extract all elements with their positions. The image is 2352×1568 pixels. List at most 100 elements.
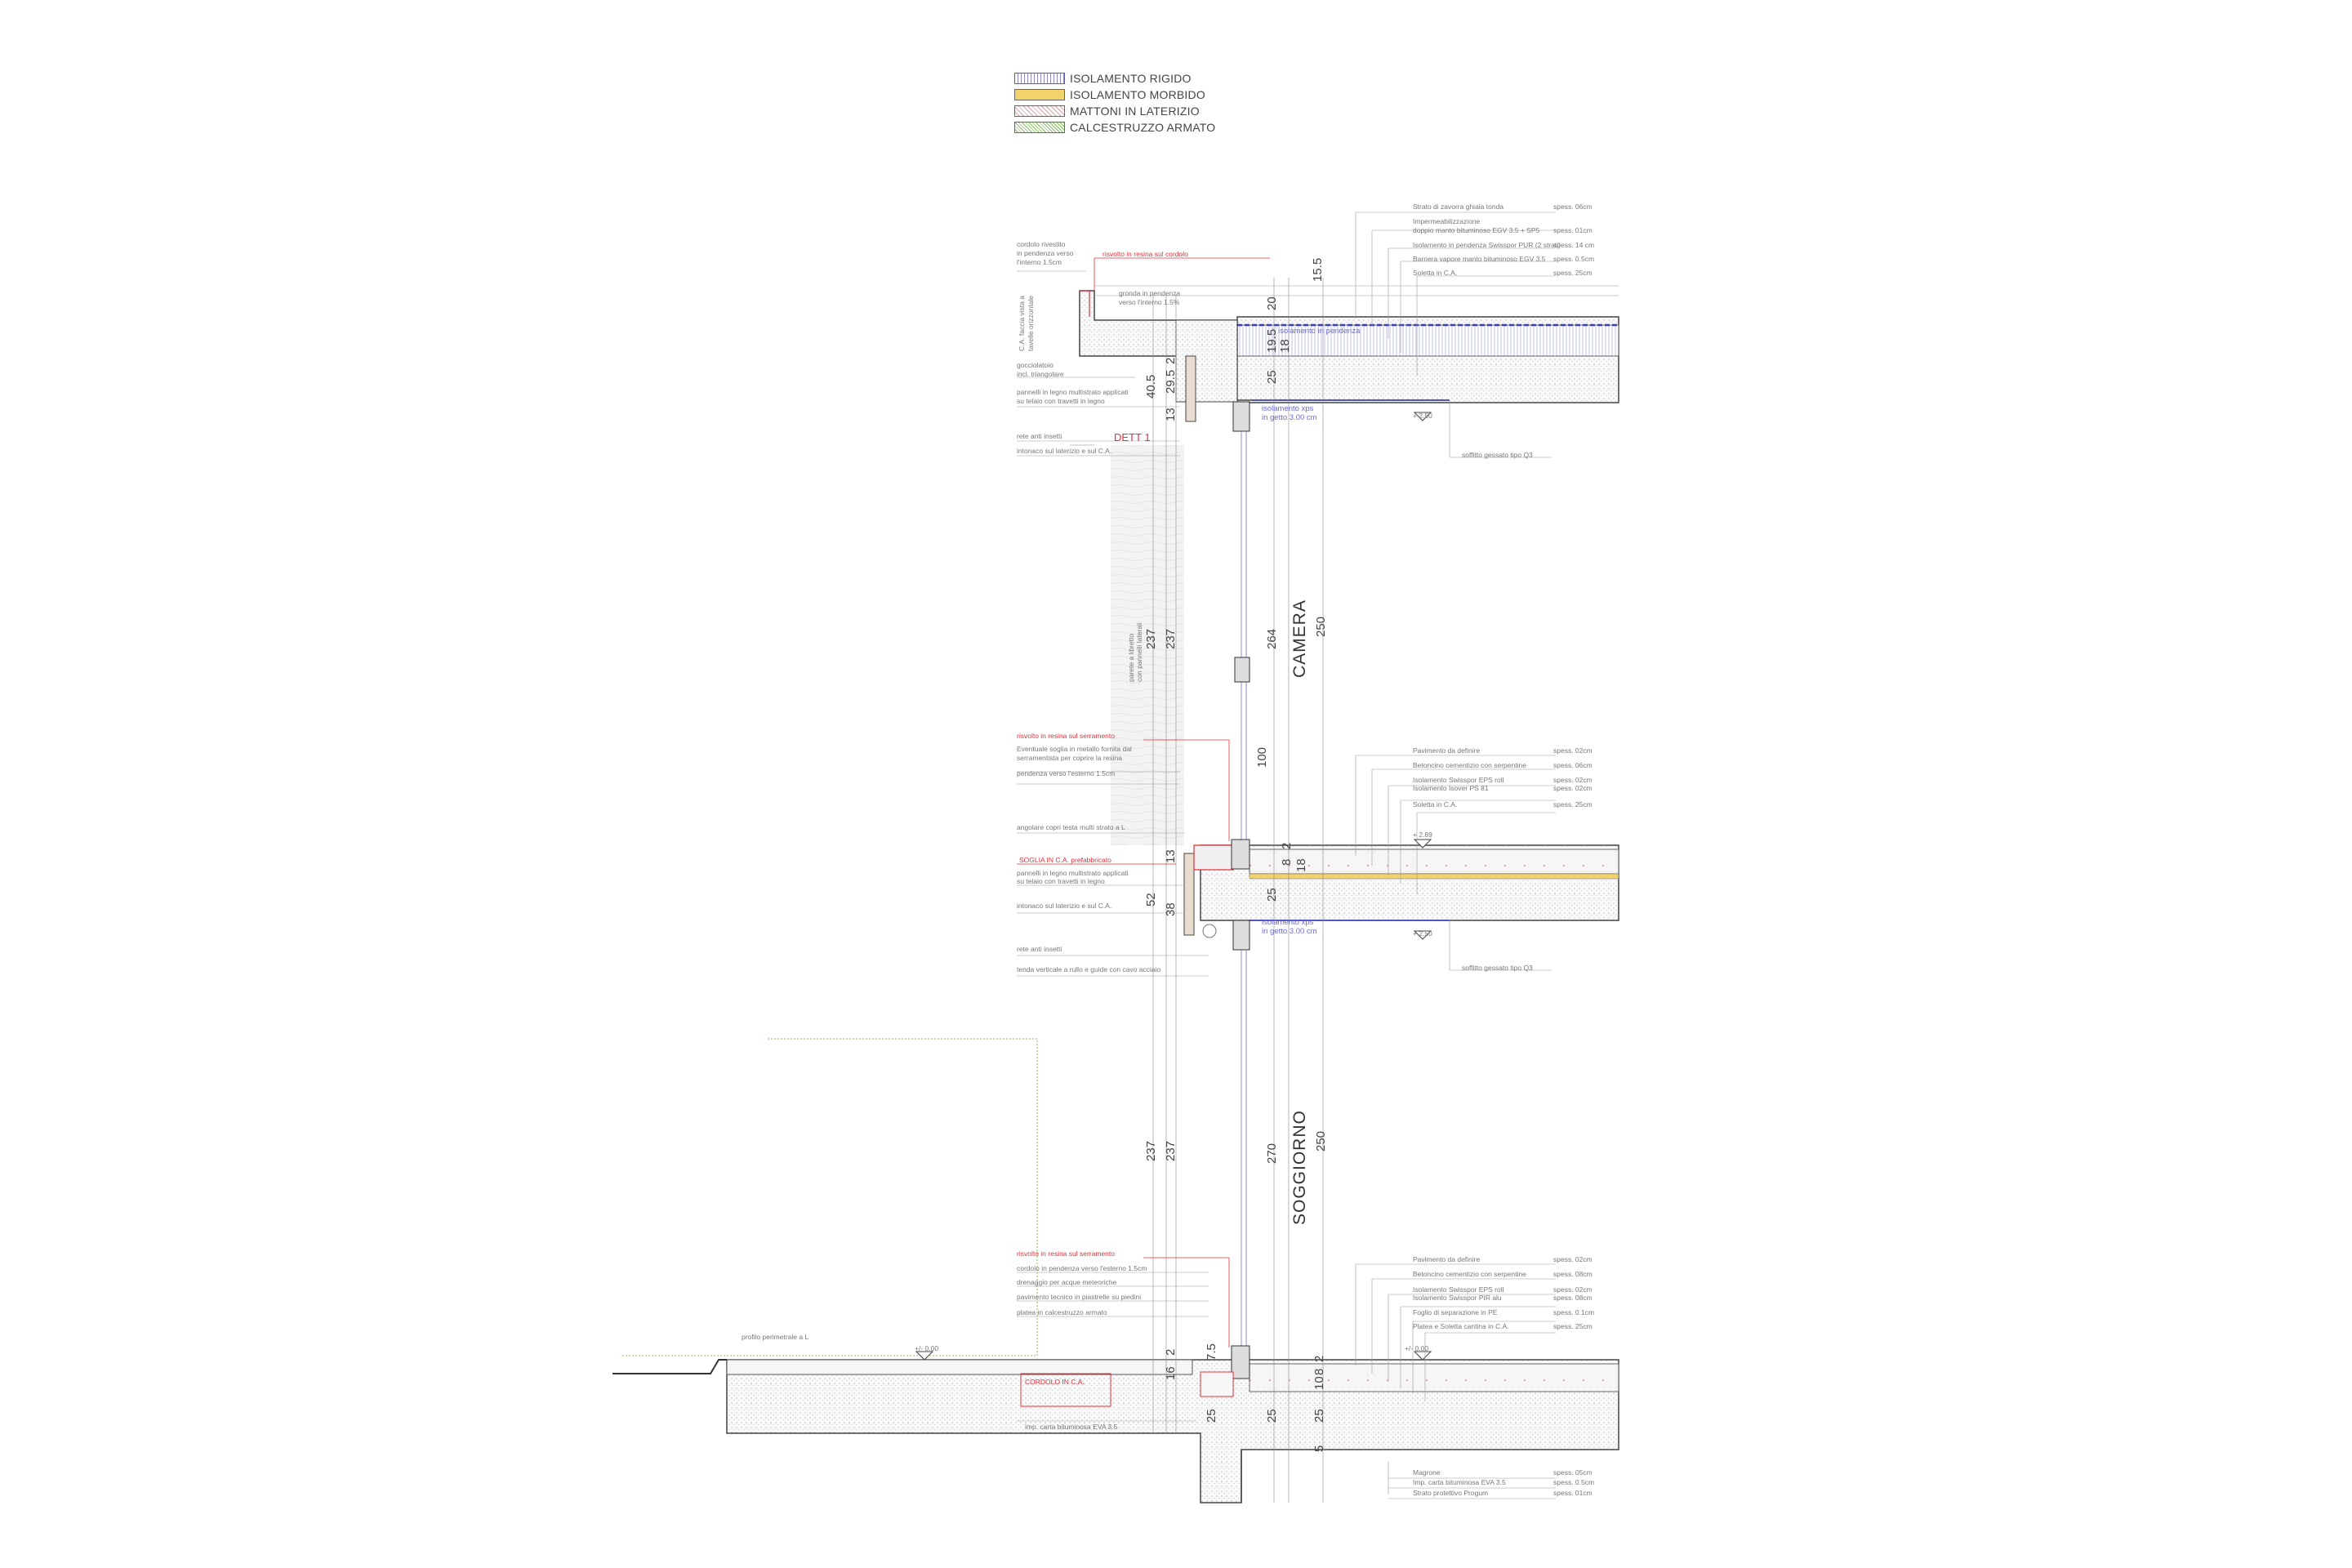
dim-18b: 18 [1294,858,1308,872]
facade-panel-top [1185,355,1196,422]
red-notes: risvolto in resina sul cordolo risvolto … [1017,250,1188,1386]
note-mid-3: angolare copri testa multi strato a L [1017,823,1125,831]
floor1-layer-4: Isolamento Isover PS 81 [1413,784,1489,792]
roof-layer-1-thk: spess. 06cm [1553,203,1592,211]
floor1-layer-3-thk: spess. 02cm [1553,776,1592,784]
level-1: + 2.50 [1413,412,1432,420]
note-mid-6: intonaco sul laterizio e sul C.A. [1017,902,1111,910]
floor0-layer-6-thk: spess. 25cm [1553,1322,1592,1330]
red-note-bot: risvolto in resina sul serramento [1017,1250,1115,1258]
blue-xps2b: in getto 3.00 cm [1262,927,1317,936]
dim-8a: 8 [1280,859,1294,866]
floor1-screed [1249,849,1619,875]
dim-2a: 2 [1164,358,1178,364]
room-soggiorno: SOGGIORNO [1290,1110,1309,1225]
dim-2c: 2 [1164,1349,1178,1356]
roller-blind [1202,924,1217,938]
red-note-mid: risvolto in resina sul serramento [1017,732,1115,740]
facade-panel-mid [1183,853,1195,936]
window-frame-low [1232,920,1250,951]
note-bot-4: imp. carta bituminosa EVA 3.5 [1025,1423,1118,1431]
dim-38: 38 [1164,902,1178,916]
roof-layer-3: doppio manto bituminoso EGV 3.5 + SP5 [1413,226,1539,234]
base-layer-3-thk: spess. 01cm [1553,1489,1592,1497]
dim-18: 18 [1278,339,1292,353]
roof-beam [1175,319,1238,403]
floor0-layer-1-thk: spess. 02cm [1553,1255,1592,1263]
roof-layer-4-thk: spess. 14 cm [1553,241,1594,249]
dim-237b: 237 [1164,629,1178,649]
floor0-layer-2-thk: spess. 08cm [1553,1270,1592,1278]
floor1-layer-4-thk: spess. 02cm [1553,784,1592,792]
note-bot-3: platea in calcestruzzo armato [1017,1308,1107,1316]
roof-layers: Strato di zavorra ghiaia tonda spess. 06… [1413,203,1594,277]
legend-label: ISOLAMENTO RIGIDO [1070,72,1192,85]
roof-layer-6-thk: spess. 25cm [1553,269,1592,277]
dim-20: 20 [1265,296,1279,310]
ceiling-note: soffitto gessato tipo Q3 [1462,451,1533,459]
floor0-layer-6: Platea e Soletta cantina in C.A. [1413,1322,1509,1330]
note-top-0: cordolo rivestito [1017,240,1066,248]
gutter-note-1: grondа in pendenza [1119,289,1180,297]
floor0-layers: Pavimento da definire spess. 02cm Betonc… [1413,1255,1594,1330]
floor1-layer-2: Betoncino cementizio con serpentine [1413,761,1526,769]
dim-8b: 8 [1312,1369,1326,1375]
dim-2d: 2 [1312,1356,1326,1362]
red-note-roof: risvolto in resina sul cordolo [1102,250,1188,258]
room-camera: CAMERA [1290,599,1309,678]
note-top-7: pannelli in legno multistrato applicati [1017,388,1129,396]
floor1-layer-5-thk: spess. 25cm [1553,800,1592,808]
dimension-texts: 15.5 20 19.5 25 18 40.5 29.5 13 2 237 23… [1144,258,1328,1452]
parapet-note-1: parete a libretto [1127,634,1135,682]
dim-250b: 250 [1314,1131,1328,1152]
floor1-layer-1: Pavimento da definire [1413,746,1480,755]
level-5: +/- 0.00 [915,1344,938,1352]
dim-13b: 13 [1164,849,1178,863]
floor0-layer-4: Isolamento Swisspor PIR alu [1413,1294,1502,1302]
gutter-note-2: verso l'interno 1.5% [1119,298,1180,306]
window-frame-top [1232,401,1250,432]
note-top-8: su telaio con travetti in legno [1017,397,1105,405]
legend-swatch-concrete [1014,122,1065,133]
legend-swatch-soft [1014,89,1065,100]
note-top-10: intonaco sul laterizio e sul C.A. [1017,447,1111,455]
floor1-layer-1-thk: spess. 02cm [1553,746,1592,755]
note-mid-7: rete anti insetti [1017,945,1062,953]
roof-layer-5-thk: spess. 0.5cm [1553,255,1594,263]
floor1-layer-5: Soletta in C.A. [1413,800,1457,808]
ground-screed [1249,1363,1619,1392]
floor1-insulation [1249,873,1619,880]
floor1-layer-2-thk: spess. 06cm [1553,761,1592,769]
blue-xps1a: isolamento xps [1262,404,1314,413]
blue-roof-insul: isolamento in pendenza [1278,327,1361,336]
note-bot-1: drenaggio per acque meteoriche [1017,1278,1117,1286]
roof-insulation [1236,324,1619,357]
roof-layer-4: Isolamento in pendenza Swisspor PUR (2 s… [1413,241,1561,249]
floor0-layer-5: Foglio di separazione in PE [1413,1308,1498,1316]
base-curb [1200,1371,1234,1397]
legend-item-concrete: CALCESTRUZZO ARMATO [1014,119,1284,136]
profilo-note: profilo perimetrale a L [742,1333,808,1341]
note-mid-0: Eventuale soglia in metallo fornita dal [1017,745,1132,753]
left-notes-mid: Eventuale soglia in metallo fornita dal … [1017,745,1161,973]
dim-295: 29.5 [1164,370,1178,394]
floor0-layer-3-thk: spess. 02cm [1553,1285,1592,1294]
dim-16: 16 [1164,1366,1178,1380]
dim-2b: 2 [1280,843,1294,849]
dim-264: 264 [1265,629,1279,649]
base-layer-1: Magrone [1413,1468,1441,1477]
dim-270: 270 [1265,1143,1279,1164]
window-frame-mid [1234,657,1250,683]
floor0-layer-4-thk: spess. 08cm [1553,1294,1592,1302]
floor0-layer-1: Pavimento da definire [1413,1255,1480,1263]
note-bot-2: pavimento tecnico in piastrelle su piedi… [1017,1293,1141,1301]
base-layers: Magrone spess. 05cm Imp. carta bituminos… [1413,1468,1594,1497]
note-top-9: rete anti insetti [1017,432,1062,440]
base-layer-1-thk: spess. 05cm [1553,1468,1592,1477]
legend-label: MATTONI IN LATERIZIO [1070,105,1200,118]
dim-237a: 237 [1144,629,1158,649]
level-3: + 2.50 [1413,929,1432,938]
dim-405: 40.5 [1144,375,1158,399]
dim-25c: 25 [1205,1409,1218,1423]
